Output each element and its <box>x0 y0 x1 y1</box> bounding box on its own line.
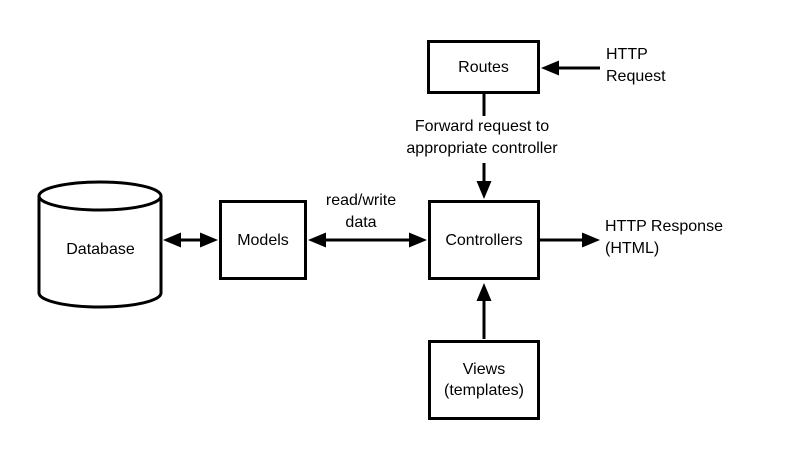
arrow-database-models <box>163 232 218 248</box>
annotation-http-request: HTTP Request <box>606 46 666 85</box>
node-models: Models <box>219 200 307 280</box>
arrow-http-request-to-routes <box>541 60 600 76</box>
node-database-label: Database <box>66 241 135 258</box>
arrow-routes-to-controllers <box>476 94 492 199</box>
node-views: Views (templates) <box>428 340 540 420</box>
node-controllers: Controllers <box>428 200 540 280</box>
node-models-label: Models <box>237 231 289 249</box>
annotation-forward-request: Forward request to appropriate controlle… <box>406 118 558 157</box>
arrow-models-controllers <box>308 232 427 248</box>
annotation-read-write-data: read/write data <box>325 192 397 231</box>
arrow-controllers-to-response <box>540 232 600 248</box>
arrow-views-to-controllers <box>476 283 492 339</box>
annotation-http-response: HTTP Response (HTML) <box>605 218 723 257</box>
node-views-label: Views (templates) <box>443 361 525 399</box>
database-cylinder-shape <box>37 180 163 309</box>
node-controllers-label: Controllers <box>445 231 523 249</box>
node-routes: Routes <box>427 40 540 94</box>
node-routes-label: Routes <box>458 58 509 76</box>
